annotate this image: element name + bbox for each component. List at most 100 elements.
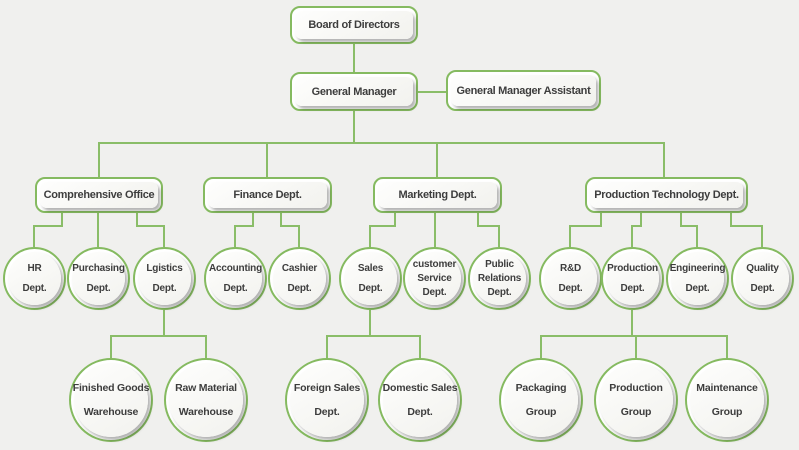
node-surface: Finance Dept.: [208, 182, 327, 208]
connector-production-dept-packaging-group: [540, 310, 633, 358]
node-surface: Production Technology Dept.: [590, 182, 743, 208]
connector-general-manager-production-technology-dept: [353, 111, 665, 177]
node-label-line: Dept.: [407, 406, 433, 418]
connector-production-technology-dept-quality-dept: [730, 213, 763, 247]
node-label-line: Domestic Sales: [382, 381, 458, 394]
node-label-line: Purchasing: [72, 262, 125, 274]
node-marketing-dept[interactable]: Marketing Dept.: [373, 177, 502, 213]
node-label-line: Engineering: [669, 262, 726, 274]
node-surface: Board of Directors: [295, 11, 413, 39]
node-label-line: Dept.: [358, 282, 383, 294]
node-label-line: Dept.: [487, 286, 512, 298]
node-label-line: Raw Material: [175, 381, 237, 394]
node-surface: General Manager: [295, 77, 413, 106]
connector-sales-dept-foreign-sales-dept: [326, 310, 371, 358]
node-surface: Comprehensive Office: [40, 182, 158, 208]
node-label-line: Dept.: [558, 282, 583, 294]
node-label-line: Finished Goods: [72, 381, 150, 394]
connector-production-dept-maintenance-group: [631, 310, 728, 358]
node-label-line: Production Technology Dept.: [594, 189, 739, 201]
connector-lgistics-dept-raw-material-warehouse: [163, 310, 207, 358]
node-label-line: Dept.: [287, 282, 312, 294]
node-label-line: Dept.: [620, 282, 645, 294]
connector-production-technology-dept-rd-dept: [569, 213, 602, 247]
node-label-line: Production: [607, 262, 658, 274]
connector-marketing-dept-public-relations-dept: [477, 213, 500, 247]
node-label-line: Lgistics: [146, 262, 183, 274]
node-general-manager[interactable]: General Manager: [290, 72, 418, 111]
node-label-line: Finance Dept.: [233, 189, 302, 201]
node-label-line: Public: [485, 258, 514, 270]
node-surface: Marketing Dept.: [378, 182, 497, 208]
node-label-line: General Manager Assistant: [456, 84, 591, 97]
node-label-line: Board of Directors: [308, 19, 400, 31]
node-label-line: Dept.: [314, 406, 340, 418]
node-label-line: Dept.: [22, 282, 47, 294]
node-label-line: Cashier: [281, 262, 318, 274]
node-label-line: Warehouse: [83, 406, 139, 418]
node-label-line: Dept.: [750, 282, 775, 294]
node-label-line: R&D: [559, 262, 582, 274]
connector-production-technology-dept-engineering-dept: [680, 213, 698, 247]
node-production-technology-dept[interactable]: Production Technology Dept.: [585, 177, 748, 213]
node-label-line: Accounting: [209, 262, 262, 274]
node-label-line: Group: [525, 406, 557, 418]
node-label-line: Marketing Dept.: [398, 189, 477, 201]
node-label-line: Dept.: [685, 282, 710, 294]
connector-general-manager-finance-dept: [266, 111, 355, 177]
node-general-manager-assistant[interactable]: General Manager Assistant: [446, 70, 601, 111]
node-label-line: Dept.: [86, 282, 111, 294]
node-label-line: Foreign Sales: [293, 381, 361, 394]
node-label-line: customer: [412, 258, 457, 270]
node-label-line: Dept.: [422, 286, 447, 298]
node-label-line: Service: [417, 272, 452, 284]
node-label-line: General Manager: [311, 85, 397, 98]
node-comprehensive-office[interactable]: Comprehensive Office: [35, 177, 163, 213]
node-rd-dept[interactable]: R&D Dept.: [539, 247, 602, 310]
connector-marketing-dept-sales-dept: [369, 213, 396, 247]
node-label-line: Packaging: [515, 381, 567, 394]
node-label-line: Group: [620, 406, 652, 418]
node-board-of-directors[interactable]: Board of Directors: [290, 6, 418, 44]
node-finance-dept[interactable]: Finance Dept.: [203, 177, 332, 213]
connector-comprehensive-office-lgistics-dept: [136, 213, 165, 247]
connector-lgistics-dept-finished-goods-warehouse: [110, 310, 165, 358]
node-label-line: Maintenance: [696, 381, 758, 394]
connector-finance-dept-accounting-dept: [234, 213, 254, 247]
connector-sales-dept-domestic-sales-dept: [369, 310, 421, 358]
